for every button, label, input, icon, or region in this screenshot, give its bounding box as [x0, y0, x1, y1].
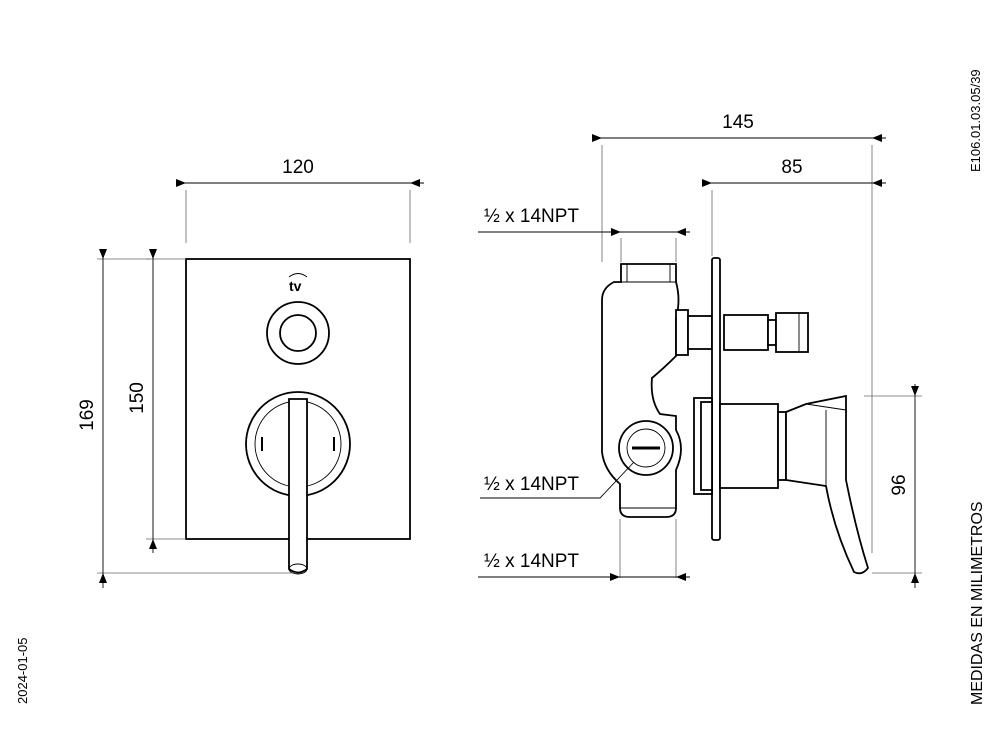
side-cartridge: [693, 397, 787, 495]
logo-text: tv: [289, 278, 302, 294]
front-plate-height-label: 150: [127, 382, 148, 414]
side-lever-handle: [785, 394, 869, 575]
thread-top-callout: ½ x 14NPT: [478, 206, 690, 262]
drawing-date: 2024-01-05: [15, 638, 30, 705]
side-handle-height-label: 96: [889, 474, 910, 495]
side-plate-depth-label: 85: [781, 157, 802, 178]
diverter-knob: [266, 301, 330, 365]
side-view: 145 85 96 ½ x 14NPT: [478, 112, 922, 588]
thread-bottom-callout: ½ x 14NPT: [478, 519, 690, 581]
lever-handle: [288, 398, 308, 575]
thread-top-label: ½ x 14NPT: [484, 206, 579, 227]
dim-side-handle-height: 96: [864, 384, 922, 588]
upper-shaft: [675, 309, 809, 356]
dim-front-plate-height: 150: [127, 249, 186, 553]
front-total-height-label: 169: [77, 399, 98, 431]
thread-middle-label: ½ x 14NPT: [484, 474, 579, 495]
thread-bottom-label: ½ x 14NPT: [484, 551, 579, 572]
dim-side-plate-depth: 85: [702, 157, 886, 256]
drawing-code: E106.01.03.05/39: [968, 69, 983, 172]
dim-front-width: 120: [176, 157, 424, 243]
dim-front-total-height: 169: [77, 249, 296, 588]
side-wall-plate: [711, 257, 721, 541]
front-view: tv 120: [77, 157, 424, 588]
port-circle: [618, 420, 674, 476]
units-note: MEDIDAS EN MILIMETROS: [969, 501, 986, 705]
dim-side-total-depth: 145: [592, 112, 886, 553]
thread-middle-callout: ½ x 14NPT: [480, 461, 635, 499]
fv-logo: tv: [288, 273, 308, 294]
side-total-depth-label: 145: [722, 112, 754, 133]
front-width-label: 120: [282, 157, 314, 178]
valve-body: [601, 263, 682, 518]
